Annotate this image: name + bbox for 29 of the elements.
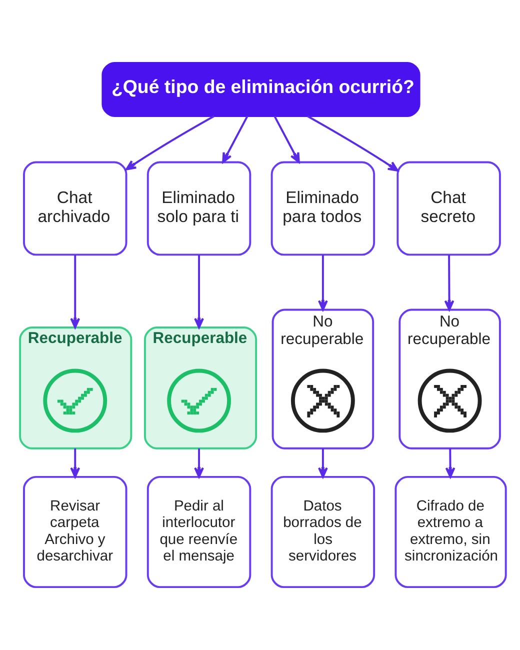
node-box: Datos borrados de los servidores (270, 476, 376, 588)
cluster: Recuperable (144, 326, 258, 450)
arrow (70, 448, 80, 478)
cluster: No recuperable (398, 308, 501, 450)
arrow (194, 255, 204, 328)
node-box: Pedir al interlocutor que reenvíe el mensaje (146, 476, 252, 588)
cluster: Recuperable (19, 326, 132, 450)
node-circle (43, 368, 108, 433)
node-box: ¿Qué tipo de eliminación ocurrió? (102, 62, 420, 118)
node-box: Eliminado solo para ti (146, 161, 252, 256)
arrow (445, 448, 456, 478)
node-box: Revisar carpeta Archivo y desarchivar (23, 476, 128, 588)
arrow (307, 115, 398, 172)
arrow (318, 255, 328, 311)
cluster: No recuperable (272, 308, 374, 450)
arrow (126, 115, 215, 170)
node-box: Cifrado de extremo a extremo, sin sincronización (394, 476, 507, 588)
node-circle (167, 368, 231, 433)
arrow (318, 448, 328, 478)
node-box: Chat secreto (396, 161, 501, 256)
arrow (222, 116, 248, 164)
arrow (444, 255, 454, 311)
node-circle (418, 368, 482, 433)
arrow (194, 448, 204, 478)
node-box: Eliminado para todos (270, 161, 376, 256)
node-circle (290, 368, 355, 433)
arrow (70, 255, 80, 328)
node-box: Chat archivado (23, 161, 128, 256)
arrow (274, 116, 300, 164)
